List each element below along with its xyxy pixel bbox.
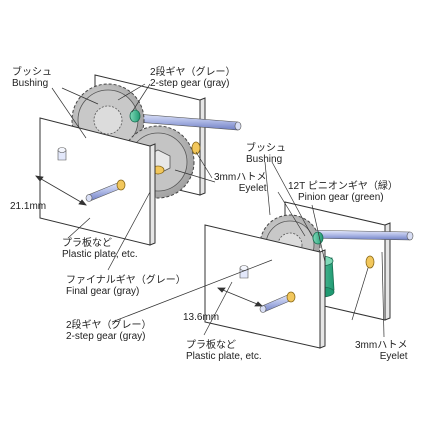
label-plastic-plate-1: プラ板など Plastic plate, etc. — [62, 238, 138, 260]
label-final-gear-jp: ファイナルギヤ（グレー） — [66, 275, 186, 286]
label-eyelet-1: 3mmハトメ Eyelet — [214, 172, 267, 194]
plate-bushing-left — [57, 147, 67, 161]
front-plate-left-edge — [149, 143, 156, 246]
shaft-front-left — [85, 179, 126, 202]
label-plastic-plate-2-en: Plastic plate, etc. — [186, 351, 262, 362]
label-gear-2step-2-jp: 2段ギヤ（グレー） — [66, 320, 152, 331]
plate-bushing-right — [239, 265, 249, 279]
label-bushing-1-en: Bushing — [12, 78, 49, 89]
label-gear-2step-1-en: 2-step gear (gray) — [150, 78, 230, 89]
label-plastic-plate-1-en: Plastic plate, etc. — [62, 249, 138, 260]
dimension-line-13 — [217, 287, 263, 307]
label-pinion-gear: 12T ピニオンギヤ（緑） Pinion gear (green) — [288, 181, 398, 203]
label-pinion-gear-en: Pinion gear (green) — [298, 192, 384, 203]
label-plastic-plate-2-jp: プラ板など — [186, 340, 236, 351]
label-plastic-plate-2: プラ板など Plastic plate, etc. — [186, 340, 262, 362]
label-eyelet-1-jp: 3mmハトメ — [214, 172, 267, 183]
label-bushing-2-en: Bushing — [246, 154, 283, 165]
eyelet-right — [365, 255, 375, 269]
dimension-line-21 — [35, 175, 87, 206]
bushing-right — [312, 231, 324, 245]
label-gear-2step-1: 2段ギヤ（グレー） 2-step gear (gray) — [150, 67, 236, 89]
label-bushing-2: ブッシュ Bushing — [246, 143, 286, 165]
dimension-label-21: 21.1mm — [10, 201, 47, 212]
label-eyelet-2: 3mmハトメ Eyelet — [355, 340, 408, 362]
label-pinion-gear-jp: 12T ピニオンギヤ（緑） — [288, 181, 398, 192]
label-final-gear-en: Final gear (gray) — [66, 286, 140, 297]
label-bushing-1: ブッシュ Bushing — [12, 67, 52, 89]
shaft-upper-right — [299, 229, 414, 241]
shaft-front-right — [259, 291, 296, 313]
label-plastic-plate-1-jp: プラ板など — [62, 238, 112, 249]
label-gear-2step-1-jp: 2段ギヤ（グレー） — [150, 67, 236, 78]
eyelet-left — [191, 141, 201, 155]
label-gear-2step-2: 2段ギヤ（グレー） 2-step gear (gray) — [66, 320, 152, 342]
front-plate-right-edge — [319, 249, 326, 349]
label-final-gear: ファイナルギヤ（グレー） Final gear (gray) — [66, 275, 186, 297]
label-gear-2step-2-en: 2-step gear (gray) — [66, 331, 146, 342]
label-bushing-1-jp: ブッシュ — [12, 67, 52, 78]
back-plate-right-edge — [384, 222, 391, 321]
label-eyelet-2-en: Eyelet — [379, 351, 408, 362]
leader-lines — [51, 83, 385, 338]
label-eyelet-1-en: Eyelet — [238, 183, 267, 194]
dimension-label-13: 13.6mm — [183, 312, 220, 323]
label-eyelet-2-jp: 3mmハトメ — [355, 340, 408, 351]
back-plate-left-edge — [199, 97, 206, 196]
label-bushing-2-jp: ブッシュ — [246, 143, 286, 154]
